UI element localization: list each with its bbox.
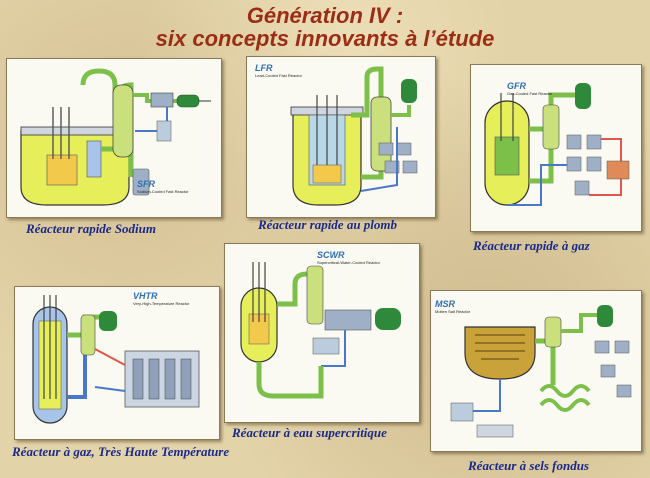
msr-diagram-panel: MSR Molten Salt Reactor (430, 290, 642, 452)
scwr-code-label: SCWR (317, 250, 345, 260)
lfr-subtitle-label: Lead-Cooled Fast Reactor (255, 73, 303, 78)
vhtr-code-label: VHTR (133, 291, 158, 301)
lfr-diagram-panel: LFR Lead-Cooled Fast Reactor (246, 56, 436, 218)
sfr-subtitle-label: Sodium-Cooled Fast Reactor (137, 189, 189, 194)
sfr-schematic: SFR Sodium-Cooled Fast Reactor (7, 59, 221, 217)
vhtr-diagram-panel: VHTR Very-High-Temperature Reactor (14, 286, 220, 440)
scwr-subtitle-label: Supercritical-Water-Cooled Reactor (317, 260, 381, 265)
lfr-caption: Réacteur rapide au plomb (258, 217, 397, 233)
gfr-schematic: GFR Gas-Cooled Fast Reactor (471, 65, 641, 231)
title-line-1: Génération IV : (0, 4, 650, 28)
gfr-subtitle-label: Gas-Cooled Fast Reactor (507, 91, 553, 96)
lfr-schematic: LFR Lead-Cooled Fast Reactor (247, 57, 435, 217)
msr-code-label: MSR (435, 299, 456, 309)
scwr-schematic: SCWR Supercritical-Water-Cooled Reactor (225, 244, 419, 422)
scwr-caption: Réacteur à eau supercritique (232, 425, 387, 441)
sfr-diagram-panel: SFR Sodium-Cooled Fast Reactor (6, 58, 222, 218)
sfr-code-label: SFR (137, 179, 156, 189)
gfr-code-label: GFR (507, 81, 526, 91)
msr-schematic: MSR Molten Salt Reactor (431, 291, 641, 451)
gfr-caption: Réacteur rapide à gaz (473, 238, 590, 254)
lfr-code-label: LFR (255, 63, 273, 73)
gfr-diagram-panel: GFR Gas-Cooled Fast Reactor (470, 64, 642, 232)
title-line-2: six concepts innovants à l’étude (0, 27, 650, 51)
vhtr-caption: Réacteur à gaz, Très Haute Température (12, 444, 229, 460)
sfr-caption: Réacteur rapide Sodium (26, 221, 156, 237)
vhtr-schematic: VHTR Very-High-Temperature Reactor (15, 287, 219, 439)
scwr-diagram-panel: SCWR Supercritical-Water-Cooled Reactor (224, 243, 420, 423)
vhtr-subtitle-label: Very-High-Temperature Reactor (133, 301, 190, 306)
msr-caption: Réacteur à sels fondus (468, 458, 589, 474)
msr-subtitle-label: Molten Salt Reactor (435, 309, 471, 314)
